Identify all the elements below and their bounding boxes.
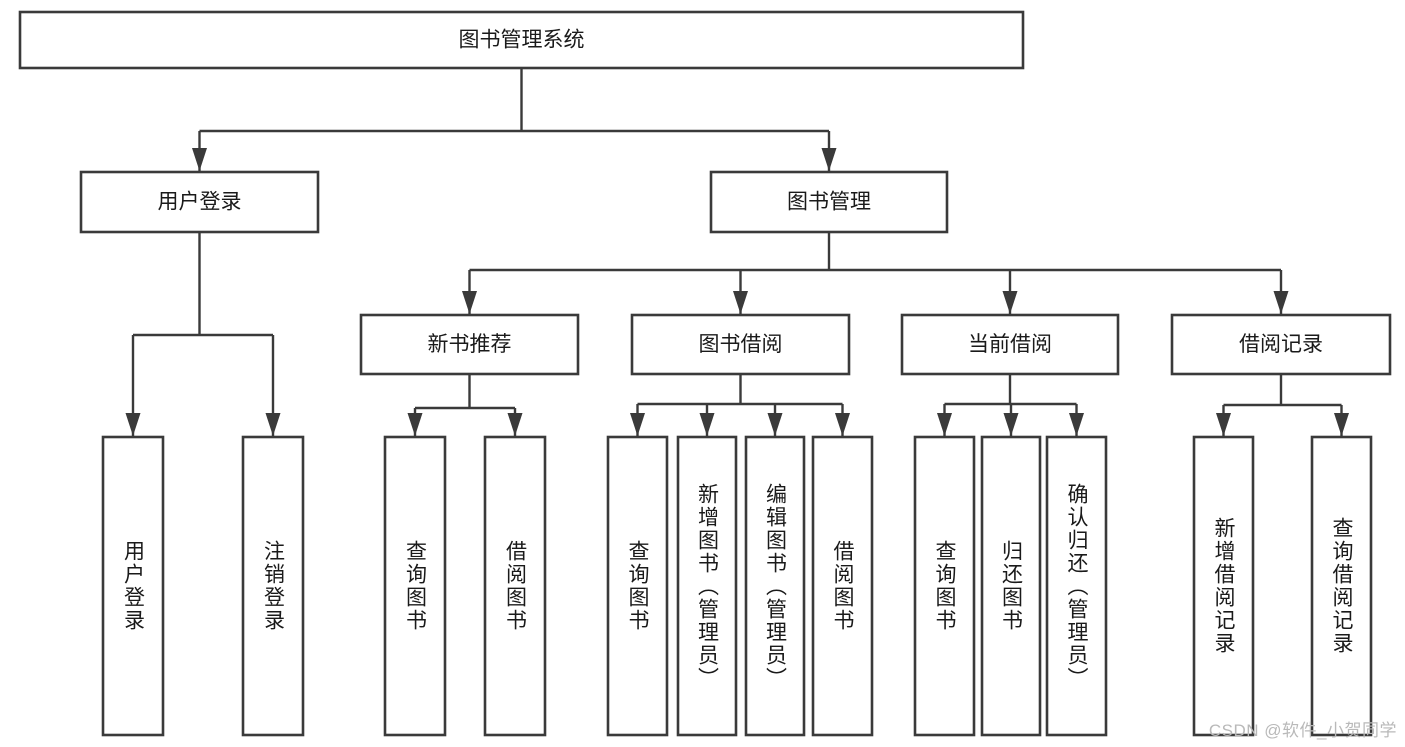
- node-box-root[interactable]: [18, 10, 1025, 70]
- watermark-text: CSDN @软件_小贺同学: [1208, 721, 1397, 740]
- node-box-leaf-query-book-new[interactable]: [383, 435, 447, 737]
- node-box-leaf-return-book[interactable]: [980, 435, 1042, 737]
- arrow-head-icon: [630, 413, 645, 436]
- arrow-head-icon: [699, 413, 715, 436]
- node-box-leaf-confirm-return[interactable]: [1045, 435, 1108, 737]
- arrow-head-icon: [1069, 413, 1084, 436]
- arrow-head-icon: [1002, 291, 1018, 314]
- node-box-leaf-query-book-borrow[interactable]: [606, 435, 669, 737]
- node-box-leaf-logout[interactable]: [241, 435, 305, 737]
- node-box-leaf-borrow-book-new[interactable]: [483, 435, 547, 737]
- arrow-head-icon: [835, 413, 850, 436]
- arrow-head-icon: [462, 291, 477, 314]
- arrow-head-icon: [733, 291, 748, 314]
- arrow-head-icon: [1273, 291, 1289, 314]
- arrow-head-icon: [937, 413, 952, 436]
- node-box-current-borrow[interactable]: [900, 313, 1120, 376]
- arrow-head-icon: [407, 413, 423, 436]
- node-label-book-borrow: 图书借阅: [699, 333, 783, 356]
- node-box-leaf-query-record[interactable]: [1310, 435, 1373, 737]
- node-box-borrow-record[interactable]: [1170, 313, 1392, 376]
- node-boxes-layer: [18, 10, 1392, 737]
- arrow-head-icon: [507, 413, 523, 436]
- node-box-book-borrow[interactable]: [630, 313, 851, 376]
- node-box-leaf-edit-book[interactable]: [744, 435, 806, 737]
- node-label-book-management: 图书管理: [787, 191, 871, 214]
- node-box-user-login[interactable]: [79, 170, 320, 234]
- arrow-head-icon: [1334, 413, 1349, 436]
- node-box-leaf-add-book[interactable]: [676, 435, 738, 737]
- arrow-head-icon: [1003, 413, 1019, 436]
- arrow-head-icon: [125, 413, 141, 436]
- arrow-head-icon: [192, 148, 207, 171]
- node-label-user-login: 用户登录: [158, 191, 242, 214]
- node-box-leaf-borrow-book[interactable]: [811, 435, 874, 737]
- arrow-head-icon: [265, 413, 281, 436]
- node-box-book-management[interactable]: [709, 170, 949, 234]
- node-label-new-book-recommend: 新书推荐: [428, 333, 512, 356]
- node-label-borrow-record: 借阅记录: [1239, 333, 1323, 356]
- node-box-new-book-recommend[interactable]: [359, 313, 580, 376]
- arrow-head-icon: [1216, 413, 1231, 436]
- node-label-root: 图书管理系统: [459, 29, 585, 52]
- node-box-leaf-user-login[interactable]: [101, 435, 165, 737]
- node-box-leaf-add-record[interactable]: [1192, 435, 1255, 737]
- arrow-head-icon: [821, 148, 837, 171]
- node-label-current-borrow: 当前借阅: [968, 333, 1052, 356]
- arrow-head-icon: [767, 413, 783, 436]
- connectors-layer: [125, 68, 1349, 436]
- node-box-leaf-query-book-cur[interactable]: [913, 435, 976, 737]
